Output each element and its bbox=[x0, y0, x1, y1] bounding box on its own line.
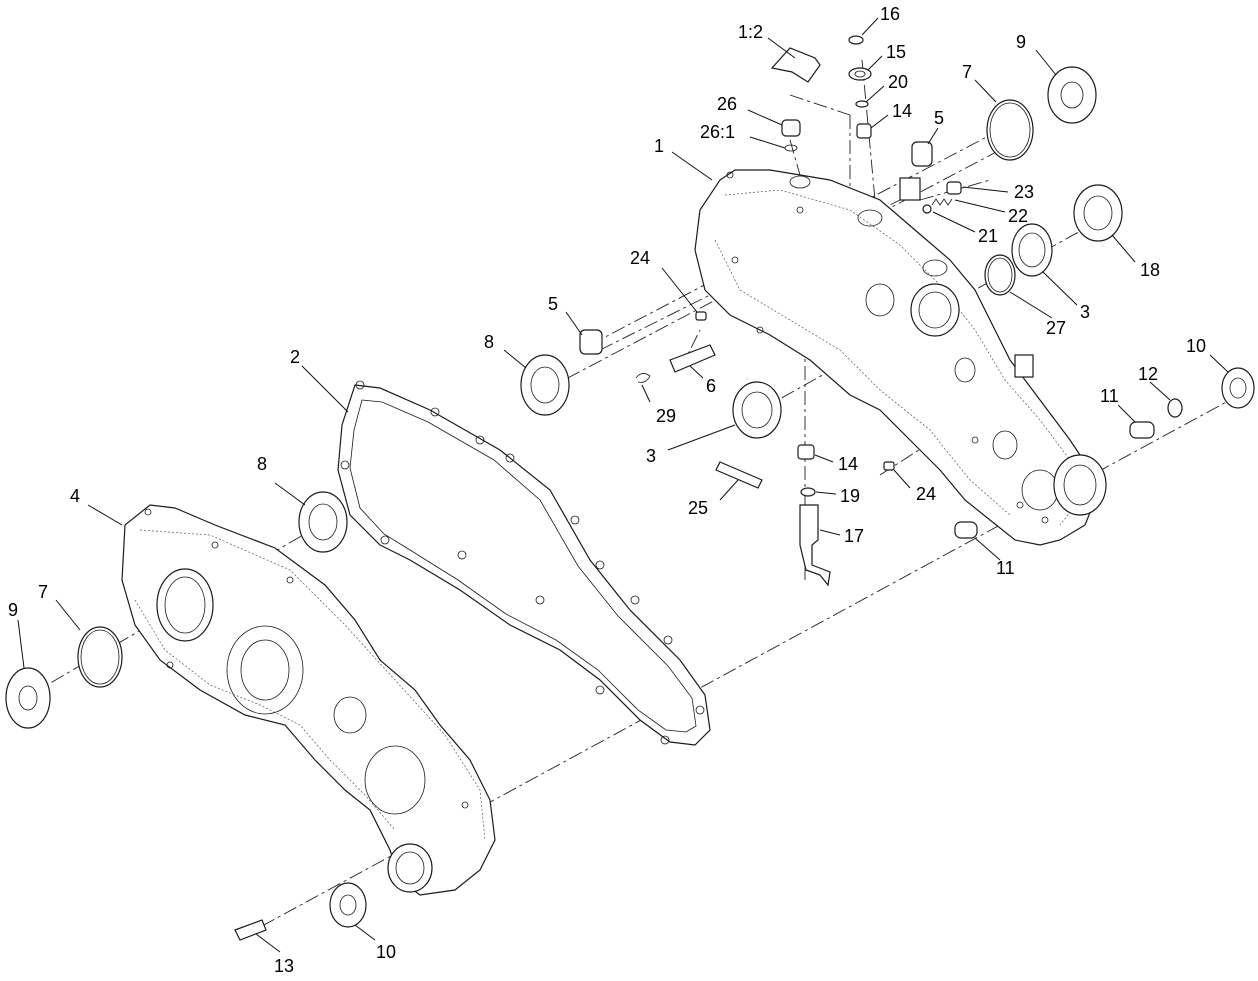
callout-label: 10 bbox=[1186, 336, 1206, 356]
bearing-part-8-upper bbox=[520, 354, 570, 416]
bearing-part-8-lower bbox=[298, 491, 348, 553]
seal-part-10-right bbox=[1221, 367, 1255, 409]
bushing-part-11-lower bbox=[954, 521, 978, 539]
callout-label: 3 bbox=[1080, 302, 1090, 322]
callout-label: 5 bbox=[934, 108, 944, 128]
callout-label: 9 bbox=[8, 600, 18, 620]
callout-label: 27 bbox=[1046, 318, 1066, 338]
callout-label: 4 bbox=[70, 486, 80, 506]
callout-label: 1 bbox=[654, 136, 664, 156]
o-ring-part-20 bbox=[855, 100, 869, 108]
pin-part-25 bbox=[715, 461, 763, 489]
bushing-part-5-upper bbox=[911, 141, 933, 167]
callout-label: 24 bbox=[630, 248, 650, 268]
callout-label: 12 bbox=[1138, 364, 1158, 384]
callout-label: 18 bbox=[1140, 260, 1160, 280]
callout-label: 7 bbox=[962, 62, 972, 82]
bearing-part-3-lower bbox=[732, 381, 782, 439]
callout-label: 14 bbox=[892, 101, 912, 121]
ball-part-21 bbox=[922, 204, 932, 214]
ring-part-12 bbox=[1167, 398, 1183, 418]
bearing-part-15 bbox=[848, 67, 872, 81]
callout-label: 3 bbox=[646, 446, 656, 466]
small-parts bbox=[5, 35, 1255, 941]
callout-label: 8 bbox=[257, 454, 267, 474]
bushing-part-5-lower bbox=[579, 329, 603, 355]
callout-label: 21 bbox=[978, 226, 998, 246]
bolt-part-13 bbox=[234, 919, 267, 941]
callout-label: 26:1 bbox=[700, 122, 735, 142]
seal-part-9-lower bbox=[5, 667, 51, 729]
callout-label: 20 bbox=[888, 72, 908, 92]
o-ring-part-27 bbox=[984, 254, 1016, 296]
bushing-part-14-top bbox=[856, 123, 872, 139]
o-ring-part-19 bbox=[800, 487, 816, 497]
pin-part-24-upper bbox=[695, 311, 707, 321]
callout-label: 13 bbox=[274, 956, 294, 976]
callout-label: 5 bbox=[548, 294, 558, 314]
callout-label: 7 bbox=[38, 582, 48, 602]
gasket-part-2 bbox=[337, 380, 711, 746]
decal-part-1-2 bbox=[770, 47, 821, 83]
pin-part-24-lower bbox=[883, 461, 895, 471]
main-housing-part-1 bbox=[694, 169, 1107, 546]
callout-label: 8 bbox=[484, 332, 494, 352]
callout-label: 25 bbox=[688, 498, 708, 518]
callout-label: 14 bbox=[838, 454, 858, 474]
callout-label: 6 bbox=[706, 376, 716, 396]
callout-label: 9 bbox=[1016, 32, 1026, 52]
plug-part-26 bbox=[781, 119, 801, 137]
callout-label: 29 bbox=[656, 406, 676, 426]
callout-label: 1:2 bbox=[738, 22, 763, 42]
leader-lines bbox=[17, 17, 1229, 953]
callout-label: 19 bbox=[840, 486, 860, 506]
shaft-part-6 bbox=[669, 344, 716, 373]
seal-part-10-lower bbox=[329, 882, 367, 928]
bushing-part-14-lower bbox=[797, 444, 815, 460]
shift-shaft-part-17 bbox=[799, 504, 831, 587]
callout-label: 2 bbox=[290, 347, 300, 367]
o-ring-part-7-upper bbox=[986, 99, 1034, 161]
outer-cover-part-4 bbox=[121, 504, 496, 896]
callout-label: 10 bbox=[376, 942, 396, 962]
callout-label: 11 bbox=[996, 558, 1015, 578]
plug-part-23 bbox=[946, 181, 962, 195]
callout-label: 17 bbox=[844, 526, 864, 546]
o-ring-part-7-lower bbox=[77, 626, 123, 688]
callout-label: 24 bbox=[916, 484, 936, 504]
seal-part-18 bbox=[1073, 184, 1123, 242]
callout-label: 23 bbox=[1014, 182, 1034, 202]
seal-part-9-upper bbox=[1047, 66, 1097, 124]
clip-part-29 bbox=[635, 373, 651, 383]
callout-label: 16 bbox=[880, 4, 900, 24]
callout-label: 15 bbox=[886, 42, 906, 62]
retaining-ring-part-16 bbox=[848, 35, 864, 45]
callout-label: 22 bbox=[1008, 206, 1028, 226]
callout-label: 11 bbox=[1100, 386, 1119, 406]
spring-part-22 bbox=[931, 198, 953, 206]
callout-labels: 1:2 16 15 20 14 9 7 26 26:1 5 1 23 22 21… bbox=[8, 4, 1206, 976]
callout-label: 26 bbox=[717, 94, 737, 114]
bushing-part-11-right bbox=[1129, 421, 1155, 439]
bearing-part-3-upper bbox=[1011, 223, 1053, 277]
